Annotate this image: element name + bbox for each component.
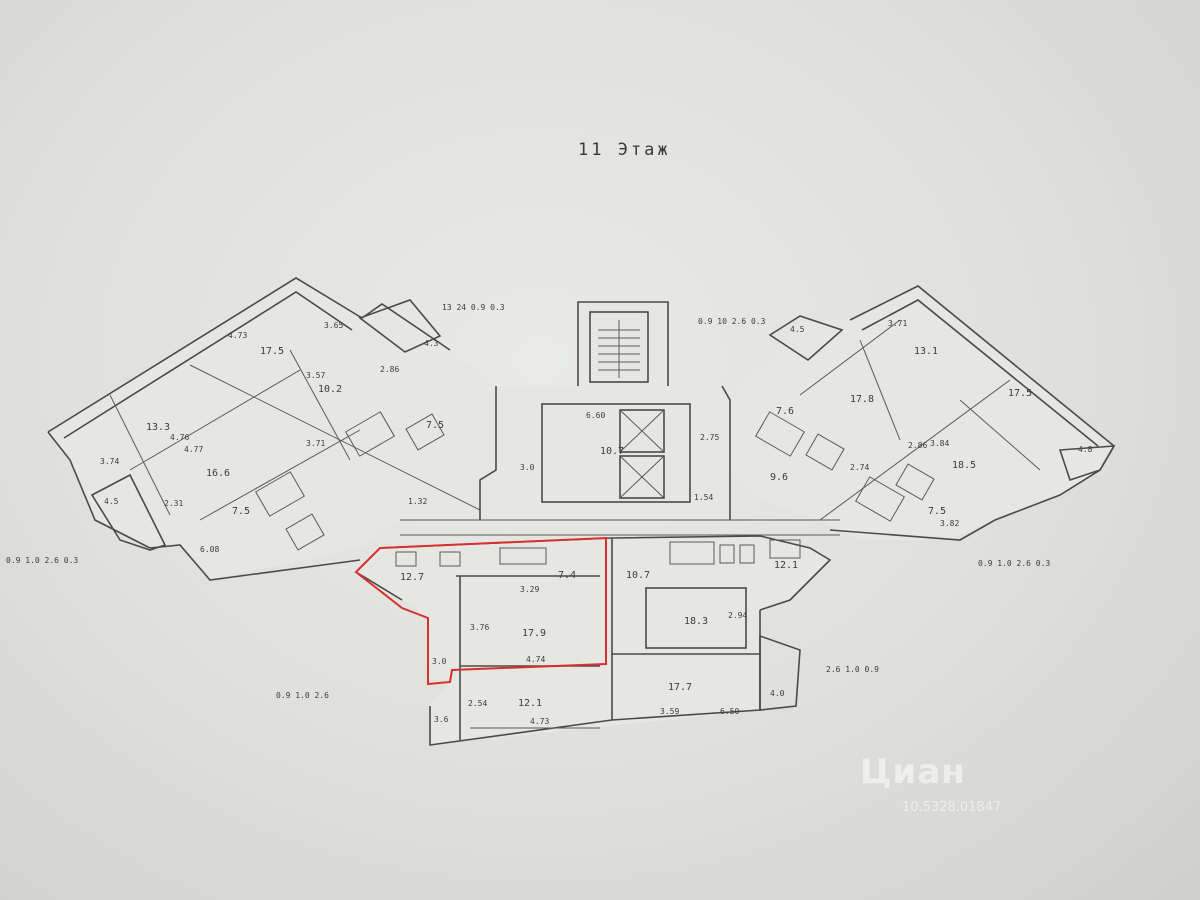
label-top-left-group: 13 24 0.9 0.3 <box>442 303 505 312</box>
dimension-label: 3.0 <box>432 657 447 666</box>
dimension-label: 4.8 <box>1078 445 1093 454</box>
dimension-label: 3.74 <box>100 457 119 466</box>
room-area: 18.3 <box>684 616 708 627</box>
dimension-label: 1.54 <box>694 493 713 502</box>
room-area: 9.6 <box>770 472 788 483</box>
dimension-label: 4.76 <box>170 433 189 442</box>
dimension-label: 2.86 <box>380 365 399 374</box>
label-bottom-left-group: 0.9 1.0 2.6 <box>276 691 329 700</box>
room-area: 17.7 <box>668 682 692 693</box>
room-area: 7.5 <box>426 420 444 431</box>
dimension-label: 4.0 <box>770 689 785 698</box>
dimension-label: 2.74 <box>850 463 869 472</box>
room-area: 13.3 <box>146 422 170 433</box>
room-area: 18.5 <box>952 460 976 471</box>
central-core <box>400 301 840 536</box>
dimension-label: 3.82 <box>940 519 959 528</box>
room-area: 10.7 <box>626 570 650 581</box>
selected-apartment-outline <box>354 536 607 686</box>
dimension-label: 4.73 <box>530 717 549 726</box>
dimension-label: 3.57 <box>306 371 325 380</box>
dimension-label: 6.50 <box>720 707 739 716</box>
room-area: 10.7 <box>600 446 624 457</box>
watermark-id: 10.5328.01847 <box>902 800 1002 815</box>
room-area: 7.5 <box>928 506 946 517</box>
label-top-right-group: 0.9 10 2.6 0.3 <box>698 317 766 326</box>
dimension-label: 3.65 <box>324 321 343 330</box>
dimension-label: 6.08 <box>200 545 219 554</box>
floor-title: 11 Этаж <box>578 140 671 160</box>
room-area: 7.5 <box>232 506 250 517</box>
dimension-label: 6.60 <box>586 411 605 420</box>
room-area: 17.8 <box>850 394 874 405</box>
label-left-side-group: 0.9 1.0 2.6 0.3 <box>6 556 78 565</box>
dimension-label: 3.84 <box>930 439 949 448</box>
right-wing <box>730 285 1116 541</box>
dimension-label: 3.0 <box>520 463 535 472</box>
dimension-label: 4.5 <box>790 325 805 334</box>
dimension-label: 2.94 <box>728 611 747 620</box>
dimension-label: 4.74 <box>526 655 545 664</box>
dimension-label: 3.29 <box>520 585 539 594</box>
room-area: 12.7 <box>400 572 424 583</box>
dimension-label: 3.6 <box>434 715 449 724</box>
label-right-side-group: 0.9 1.0 2.6 0.3 <box>978 559 1050 568</box>
dimension-label: 4.5 <box>104 497 119 506</box>
dimension-label: 2.75 <box>700 433 719 442</box>
room-area: 17.5 <box>260 346 284 357</box>
dimension-label: 3.76 <box>470 623 489 632</box>
dimension-label: 3.71 <box>888 319 907 328</box>
dimension-label: 1.32 <box>408 497 427 506</box>
dimension-label: 3.71 <box>306 439 325 448</box>
room-area: 7.4 <box>558 570 576 581</box>
room-area: 17.5 <box>1008 388 1032 399</box>
dimension-label: 3.59 <box>660 707 679 716</box>
room-area: 7.6 <box>776 406 794 417</box>
room-area: 10.2 <box>318 384 342 395</box>
dimension-label: 4.73 <box>228 331 247 340</box>
room-area: 13.1 <box>914 346 938 357</box>
watermark-logo: Циан <box>860 752 966 792</box>
dimension-label: 4.3 <box>424 339 439 348</box>
dimension-label: 4.77 <box>184 445 203 454</box>
dimension-label: 2.54 <box>468 699 487 708</box>
room-area: 12.1 <box>518 698 542 709</box>
room-area: 16.6 <box>206 468 230 479</box>
room-area: 17.9 <box>522 628 546 639</box>
dimension-label: 2.31 <box>164 499 183 508</box>
room-area: 12.1 <box>774 560 798 571</box>
dimension-label: 2.86 <box>908 441 927 450</box>
label-bottom-right-group: 2.6 1.0 0.9 <box>826 665 879 674</box>
left-wing <box>47 277 496 581</box>
